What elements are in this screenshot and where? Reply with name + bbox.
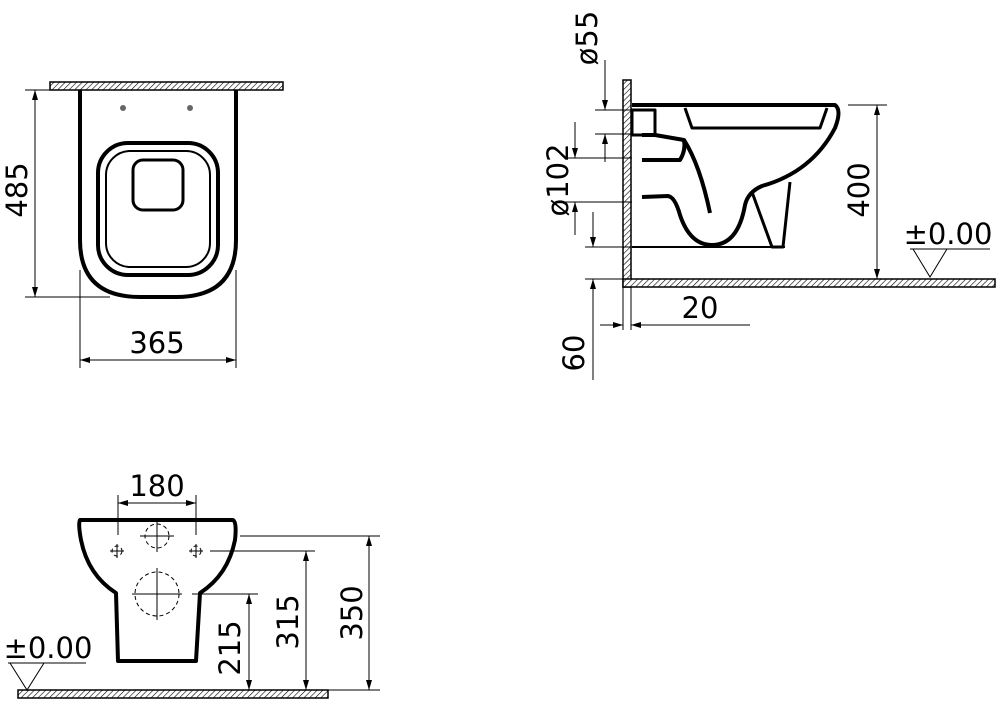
inlet-height-label: 350 (335, 585, 369, 640)
wall-gap-label: 20 (682, 291, 719, 325)
outlet-label: ø102 (541, 143, 575, 216)
support-foot (750, 181, 792, 249)
level-label: ±0.00 (4, 631, 93, 665)
lid-hinge (131, 158, 185, 212)
fixing-hole (187, 105, 193, 111)
wc-front-outline (77, 518, 238, 663)
level-marker (912, 248, 948, 278)
side-view: 400 ±0.00 ø55 ø102 60 20 (541, 11, 996, 380)
floor-hatch (622, 278, 996, 288)
height-label: 400 (842, 162, 876, 217)
wall-hatch (622, 79, 632, 288)
fixing-height-label: 315 (271, 594, 305, 649)
bowl-outline (78, 90, 238, 299)
floor-offset-label: 60 (557, 335, 591, 372)
level-label: ±0.00 (904, 217, 993, 251)
seat-inner (105, 150, 211, 268)
rim (683, 107, 829, 130)
inlet-label: ø55 (570, 11, 604, 66)
level-marker (9, 662, 45, 691)
fixing-spacing-label: 180 (129, 469, 184, 503)
depth-label: 485 (0, 162, 34, 217)
trap-line (682, 138, 712, 214)
seat-outline (96, 141, 220, 277)
wall-hatch (49, 81, 284, 91)
fixing-hole (120, 105, 126, 111)
outlet-outline (642, 133, 687, 162)
width-label: 365 (129, 326, 184, 360)
top-view: 485 365 (0, 81, 284, 368)
inlet (630, 108, 657, 137)
outlet-height-label: 215 (213, 620, 247, 675)
bowl-outline (632, 103, 841, 247)
floor-hatch (17, 689, 329, 699)
front-view: 180 350 315 215 ±0.00 (4, 469, 380, 699)
